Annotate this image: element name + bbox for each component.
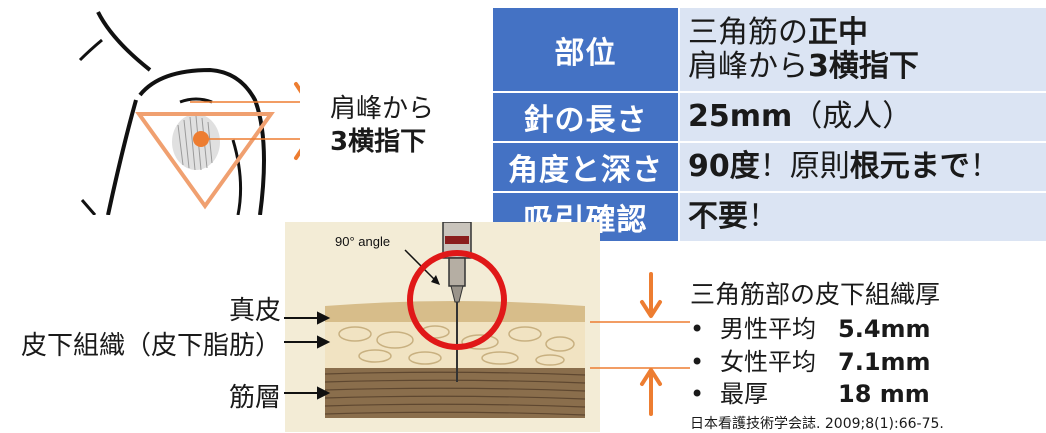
subcutaneous-label: 皮下組織（皮下脂肪） xyxy=(20,331,281,361)
acromion-label-line1: 肩峰から xyxy=(330,94,435,124)
bullet: • xyxy=(690,315,705,343)
acromion-label-line2: 3横指下 xyxy=(330,126,427,157)
table-header-site: 部位 xyxy=(493,8,678,91)
bullet: • xyxy=(690,380,705,409)
highlight-circle xyxy=(407,250,507,350)
muscle-label: 筋層 xyxy=(228,383,281,413)
dermis-layer xyxy=(325,301,585,322)
needle-text-2: （成人） xyxy=(792,99,913,135)
shoulder-illustration xyxy=(78,11,300,215)
injection-point xyxy=(193,131,209,147)
table-value-angle: 90度！原則根元まで！ xyxy=(680,143,1046,191)
site-text-2: 正中 xyxy=(808,14,868,50)
list-item: • 女性平均 7.1mm xyxy=(690,346,1046,379)
needle-text-1: 25mm xyxy=(688,99,793,135)
acromion-label: 肩峰から 3横指下 xyxy=(330,93,434,158)
row-name: 女性平均 xyxy=(720,347,816,376)
site-text-1: 三角筋の xyxy=(688,14,808,50)
dermis-label: 真皮 xyxy=(228,296,281,326)
muscle-layer xyxy=(325,368,585,418)
arrow-up-icon xyxy=(294,148,300,160)
layer-pointer-arrows xyxy=(284,311,331,400)
table-header-angle: 角度と深さ xyxy=(493,143,678,191)
injection-triangle xyxy=(135,112,275,210)
arrow-down-icon xyxy=(294,82,300,94)
table-value-needle: 25mm（成人） xyxy=(680,93,1046,141)
thickness-indicator xyxy=(590,272,690,416)
site-text-3: 肩峰から xyxy=(688,48,808,84)
row-value: 7.1mm xyxy=(838,347,931,376)
table-header-needle: 針の長さ xyxy=(493,93,678,141)
list-item: • 男性平均 5.4mm xyxy=(690,313,1046,346)
table-value-aspiration: 不要！ xyxy=(680,193,1046,241)
injection-table: 部位 三角筋の正中 肩峰から3横指下 針の長さ 25mm（成人） 角度と深さ 9… xyxy=(493,8,1046,241)
fat-thickness-title: 三角筋部の皮下組織厚 xyxy=(690,280,941,309)
aspiration-text-1: 不要 xyxy=(688,199,748,235)
site-text-4: 3横指下 xyxy=(808,48,919,84)
aspiration-text-2: ！ xyxy=(748,199,778,235)
angle-text-3: 根元まで xyxy=(849,149,970,185)
angle-text-4: ！ xyxy=(969,149,1000,185)
row-value: 5.4mm xyxy=(838,315,931,343)
arrow-down-icon xyxy=(640,272,662,318)
row-name: 最厚 xyxy=(720,380,768,409)
list-item: • 最厚 18 mm xyxy=(690,378,1046,411)
angle-label: 90° angle xyxy=(335,234,390,249)
row-name: 男性平均 xyxy=(720,315,816,343)
row-value: 18 mm xyxy=(838,380,930,409)
bullet: • xyxy=(690,347,705,376)
skin-cross-section: 90° angle xyxy=(285,222,600,432)
arrow-up-icon xyxy=(640,368,662,416)
angle-text-1: 90度 xyxy=(688,149,760,185)
angle-text-2: ！原則 xyxy=(759,149,850,185)
citation: 日本看護技術学会誌. 2009;8(1):66-75. xyxy=(690,415,944,432)
fat-thickness-block: 三角筋部の皮下組織厚 • 男性平均 5.4mm • 女性平均 7.1mm • 最… xyxy=(690,275,1046,433)
table-value-site: 三角筋の正中 肩峰から3横指下 xyxy=(680,8,1046,91)
